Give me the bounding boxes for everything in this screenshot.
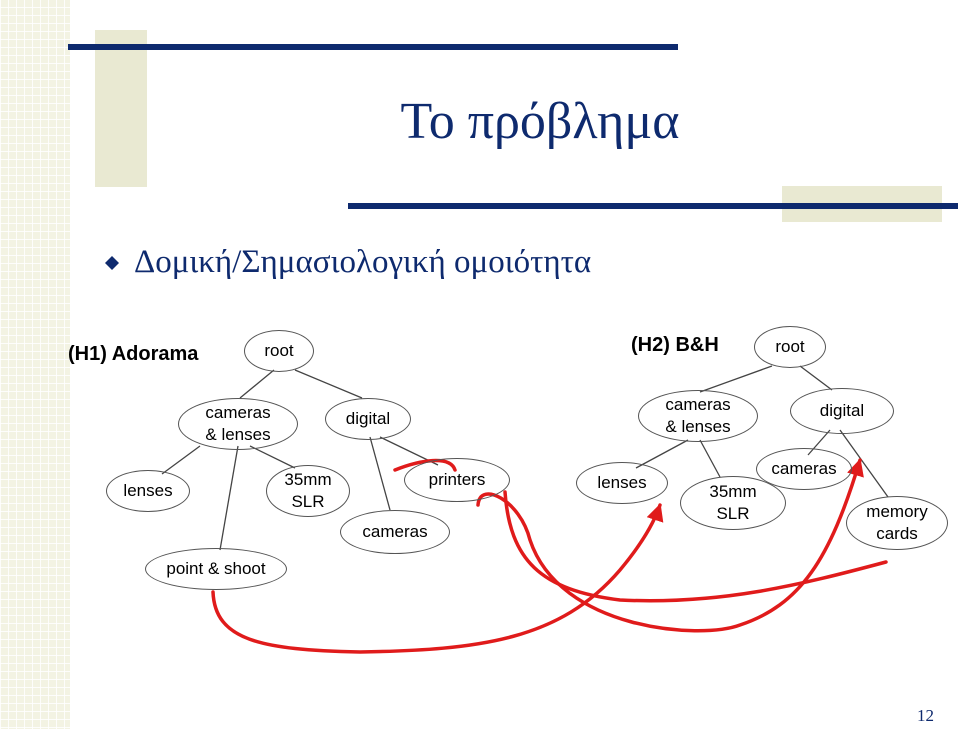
- edge-root-cameras: [239, 369, 275, 399]
- edge-digital-cameras: [369, 436, 391, 511]
- bullet-text: Δομική/Σημασιολογική ομοιότητα: [134, 244, 592, 280]
- tree1-node-printers: printers: [404, 458, 510, 502]
- tree2-node-digital: digital: [790, 388, 894, 434]
- diamond-bullet-icon: [104, 255, 120, 271]
- tree2-node-cameras-lenses: cameras & lenses: [638, 390, 758, 442]
- bullet-item: Δομική/Σημασιολογική ομοιότητα: [104, 244, 591, 281]
- edge-root-digital: [294, 369, 363, 399]
- tree2-node-root: root: [754, 326, 826, 368]
- decor-bar-bottom: [348, 203, 958, 209]
- edge2-digital-memory: [839, 429, 889, 498]
- tree2-node-35mm-slr: 35mm SLR: [680, 476, 786, 530]
- arrow-lenses-to-lenses: [476, 458, 864, 633]
- edge2-root-cameras: [699, 365, 773, 393]
- page-number: 12: [917, 706, 934, 725]
- mapping-arrows: [211, 458, 888, 654]
- tree1-node-root: root: [244, 330, 314, 372]
- edge2-cameras-lenses: [635, 439, 689, 469]
- edge2-root-digital: [799, 365, 833, 391]
- tree2-node-lenses: lenses: [576, 462, 668, 504]
- tree1-node-35mm-slr: 35mm SLR: [266, 465, 350, 517]
- tree1-node-lenses: lenses: [106, 470, 190, 512]
- tree1-node-cameras: cameras: [340, 510, 450, 554]
- edge2-cameras-slr: [699, 439, 721, 478]
- decor-bar-top: [68, 44, 678, 50]
- edge-cameras-slr: [249, 445, 296, 469]
- background-pattern: [0, 0, 70, 729]
- decor-block-left: [95, 30, 147, 187]
- edge-cameras-point: [219, 445, 239, 551]
- arrow-printers-to-lenses: [503, 490, 888, 603]
- edge-cameras-lenses: [161, 445, 201, 475]
- tree1-node-point-shoot: point & shoot: [145, 548, 287, 590]
- tree1-node-cameras-lenses: cameras & lenses: [178, 398, 298, 450]
- tree1-node-digital: digital: [325, 398, 411, 440]
- tree1-edges: [161, 369, 439, 551]
- tree1-heading: (H1) Adorama: [68, 343, 199, 365]
- arrow-point-shoot-to-cameras: [211, 503, 664, 654]
- slide-title: Το πρόβλημα: [400, 93, 680, 150]
- tree2-node-cameras: cameras: [756, 448, 852, 490]
- tree2-heading: (H2) B&H: [631, 334, 719, 356]
- tree2-node-memory-cards: memory cards: [846, 496, 948, 550]
